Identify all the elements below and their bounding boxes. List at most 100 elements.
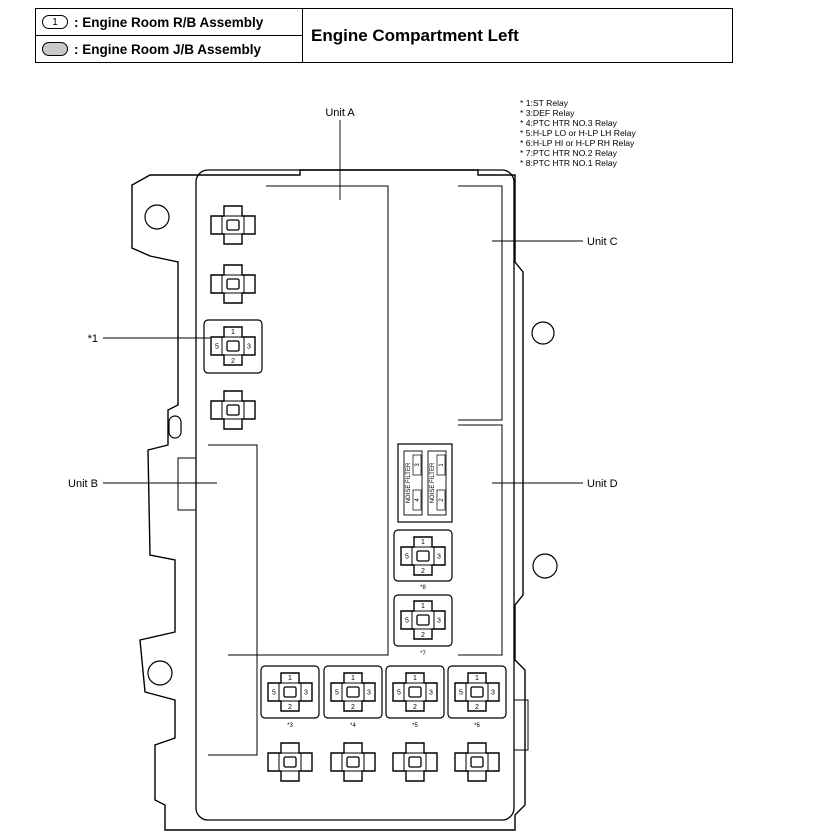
note-1: * 1:ST Relay [520, 98, 569, 108]
socket-inner [341, 682, 365, 702]
socket-center-contact [226, 219, 240, 231]
unit-b-bracket [208, 444, 258, 756]
legend-jb-row: : Engine Room J/B Assembly [36, 35, 302, 62]
relay-4-label: *4 [350, 723, 356, 729]
pin-1-label: 1 [421, 603, 425, 610]
note-6: * 6:H-LP HI or H-LP RH Relay [520, 138, 635, 148]
pin-1-label: 1 [288, 675, 292, 682]
note-7: * 7:PTC HTR NO.2 Relay [520, 148, 618, 158]
socket-a-1 [210, 205, 256, 245]
relay-8-frame [393, 529, 453, 582]
noise-filter-pin-4: 4 [415, 498, 421, 502]
boss-bottom-right [513, 699, 529, 751]
socket-center-contact [226, 404, 240, 416]
noise-filter-left-pin-4 [412, 489, 422, 511]
housing-outline [131, 169, 526, 831]
relay-8-label: *8 [420, 585, 426, 591]
socket-inner [221, 274, 245, 294]
socket-inner [411, 546, 435, 566]
noise-filter-right [427, 450, 447, 516]
socket-a-4 [210, 390, 256, 430]
socket-inner [403, 752, 427, 772]
socket-center-contact [226, 340, 240, 352]
socket-outline [454, 742, 500, 782]
relay-7-frame [393, 594, 453, 647]
socket-inner [403, 682, 427, 702]
relay-7-label: *7 [420, 651, 426, 657]
noise-filter-left-pin-3 [412, 454, 422, 476]
socket-center-contact [226, 278, 240, 290]
socket-inner [278, 682, 302, 702]
pin-5-label: 5 [272, 690, 276, 697]
pin-2-label: 2 [421, 632, 425, 639]
socket-inner [221, 336, 245, 356]
boss-left [177, 457, 197, 511]
socket-bottom-1 [267, 742, 313, 782]
socket-inner [411, 610, 435, 630]
socket-center-contact [346, 756, 360, 768]
noise-filter-frame [397, 443, 453, 523]
socket-bottom-2 [330, 742, 376, 782]
relay-3-frame [260, 665, 320, 719]
pin-1-label: 1 [475, 675, 479, 682]
pin-2-label: 2 [475, 704, 479, 711]
socket-a-2 [210, 264, 256, 304]
relay-6-label: *6 [474, 723, 480, 729]
unit-c-bracket [458, 185, 503, 421]
pin-2-label: 2 [231, 358, 235, 365]
pin-3-label: 3 [304, 690, 308, 697]
socket-inner [465, 752, 489, 772]
pin-3-label: 3 [491, 690, 495, 697]
pin-1-label: 1 [413, 675, 417, 682]
relay-6-frame [447, 665, 507, 719]
socket-bottom-4 [454, 742, 500, 782]
legend-rb-row: 1 : Engine Room R/B Assembly [36, 9, 302, 35]
relay-1-frame [203, 319, 263, 374]
unit-a-label: Unit A [325, 107, 355, 119]
noise-filter-block: NOISE FILTER NOISE FILTER 3 4 1 2 [397, 443, 453, 523]
relay-3-label: *3 [287, 723, 293, 729]
pin-2-label: 2 [288, 704, 292, 711]
unit-d-bracket [458, 424, 503, 656]
relay-4-frame [323, 665, 383, 719]
socket-bottom-3 [392, 742, 438, 782]
socket-center-contact [416, 550, 430, 562]
socket-inner [341, 752, 365, 772]
jb-label: : Engine Room J/B Assembly [74, 41, 262, 57]
socket-center-contact [416, 614, 430, 626]
socket-inner [465, 682, 489, 702]
note-8: * 8:PTC HTR NO.1 Relay [520, 158, 618, 168]
pin-3-label: 3 [437, 554, 441, 561]
socket-center-contact [346, 686, 360, 698]
pin-1-label: 1 [231, 329, 235, 336]
pin-2-label: 2 [421, 568, 425, 575]
socket-center-contact [470, 756, 484, 768]
relay-5-frame [385, 665, 445, 719]
socket-center-contact [408, 686, 422, 698]
note-4: * 4:PTC HTR NO.3 Relay [520, 118, 618, 128]
legend-table: 1 : Engine Room R/B Assembly : Engine Ro… [35, 8, 733, 63]
socket-inner [278, 752, 302, 772]
unit-b-label: Unit B [68, 478, 98, 490]
pin-5-label: 5 [397, 690, 401, 697]
socket-outline [210, 390, 256, 430]
socket-outline [210, 205, 256, 245]
socket-outline [392, 742, 438, 782]
noise-filter-left [403, 450, 423, 516]
note-3: * 3:DEF Relay [520, 108, 575, 118]
noise-filter-left-label: NOISE FILTER [406, 462, 412, 503]
pin-5-label: 5 [405, 554, 409, 561]
rb-symbol: 1 [42, 15, 68, 29]
socket-center-contact [283, 686, 297, 698]
socket-inner [221, 400, 245, 420]
mount-slot-left [168, 415, 182, 439]
noise-filter-pin-2: 2 [439, 498, 445, 502]
relay-notes: * 1:ST Relay * 3:DEF Relay * 4:PTC HTR N… [520, 98, 636, 168]
pin-1-label: 1 [421, 539, 425, 546]
socket-center-contact [470, 686, 484, 698]
socket-relay-3: 1 2 5 3 [267, 672, 313, 712]
